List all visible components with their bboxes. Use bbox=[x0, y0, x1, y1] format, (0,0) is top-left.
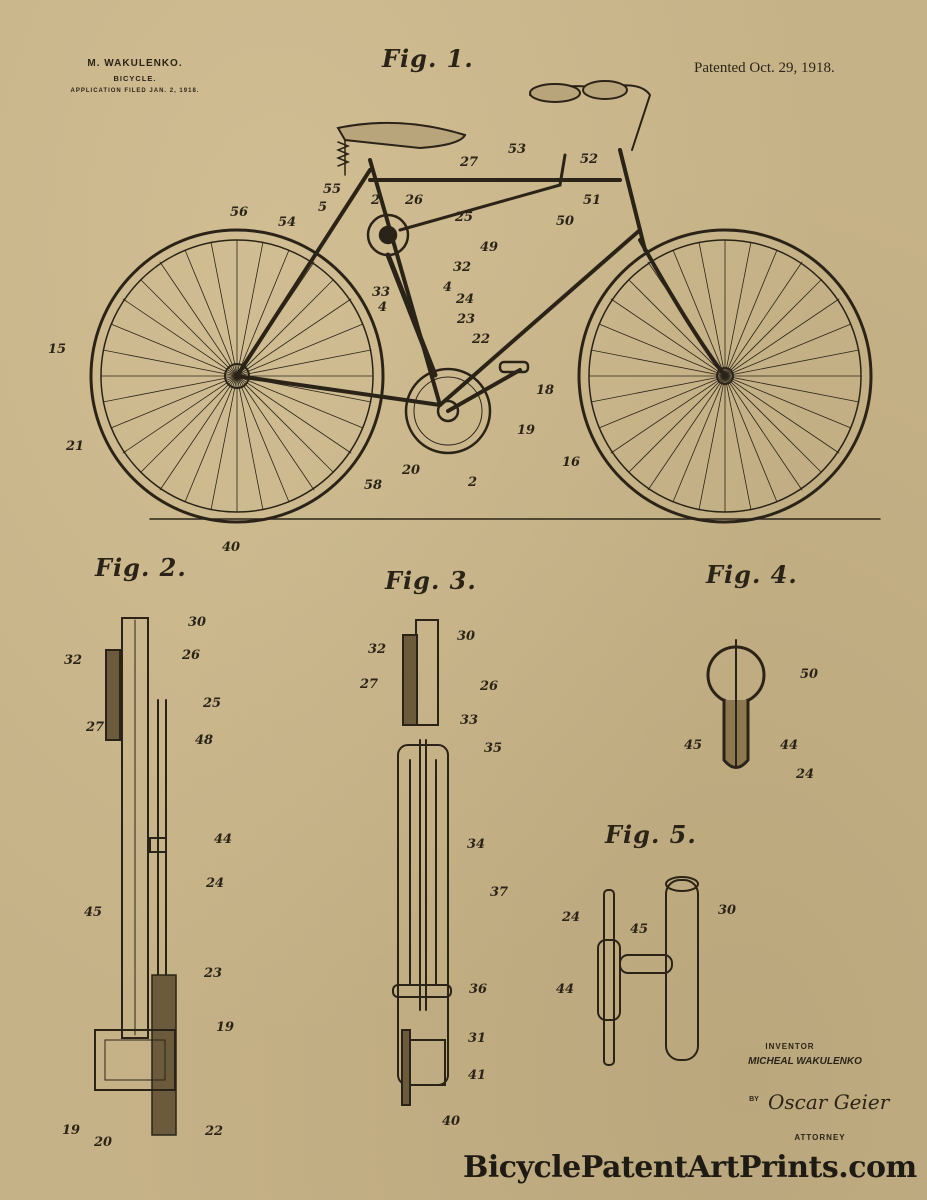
ref-label: 50 bbox=[800, 667, 819, 682]
patent-date: Patented Oct. 29, 1918. bbox=[694, 60, 835, 76]
fig3-drawing-icon bbox=[392, 619, 452, 1106]
ref-label: 27 bbox=[360, 677, 379, 692]
front-wheel-icon bbox=[577, 228, 873, 524]
ref-label: 21 bbox=[66, 439, 85, 454]
ref-label: 51 bbox=[583, 193, 602, 208]
fig4-drawing-icon bbox=[706, 639, 766, 769]
ref-label: 44 bbox=[556, 982, 575, 997]
ref-label: 58 bbox=[364, 478, 383, 493]
ref-label: 45 bbox=[630, 922, 649, 937]
drive-shaft bbox=[385, 252, 438, 378]
ref-label: 23 bbox=[204, 966, 223, 981]
ref-label: 37 bbox=[490, 885, 509, 900]
ref-label: 24 bbox=[562, 910, 581, 925]
ref-label: 5 bbox=[318, 200, 328, 215]
ref-label: 20 bbox=[94, 1135, 113, 1150]
ref-label: 32 bbox=[368, 642, 387, 657]
ref-label: 32 bbox=[64, 653, 83, 668]
ref-label: 36 bbox=[469, 982, 488, 997]
ref-label: 45 bbox=[84, 905, 103, 920]
ref-label: 20 bbox=[402, 463, 421, 478]
ref-label: 40 bbox=[222, 540, 241, 555]
ref-label: 30 bbox=[457, 629, 476, 644]
attorney-label: ATTORNEY bbox=[794, 1133, 846, 1142]
fig5-title: Fig. 5. bbox=[605, 820, 697, 849]
ref-label: 40 bbox=[442, 1114, 461, 1129]
ref-label: 2 bbox=[371, 193, 381, 208]
ref-label: 18 bbox=[536, 383, 555, 398]
ref-label: 45 bbox=[684, 738, 703, 753]
ref-label: 44 bbox=[214, 832, 233, 847]
ref-label: 19 bbox=[62, 1123, 81, 1138]
ref-label: 55 bbox=[323, 182, 342, 197]
ref-label: 49 bbox=[480, 240, 499, 255]
handlebar-icon bbox=[529, 80, 652, 151]
ref-label: 44 bbox=[780, 738, 799, 753]
ref-label: 26 bbox=[405, 193, 424, 208]
ref-label: 53 bbox=[508, 142, 527, 157]
ref-label: 24 bbox=[456, 292, 475, 307]
ref-label: 24 bbox=[796, 767, 815, 782]
ref-label: 22 bbox=[205, 1124, 224, 1139]
ref-label: 16 bbox=[562, 455, 581, 470]
website-watermark: BicyclePatentArtPrints.com bbox=[463, 1150, 917, 1185]
ref-label: 31 bbox=[468, 1031, 487, 1046]
ref-label: 26 bbox=[480, 679, 499, 694]
ref-label: 27 bbox=[86, 720, 105, 735]
ref-label: 22 bbox=[472, 332, 491, 347]
ref-label: 4 bbox=[443, 280, 453, 295]
ref-label: 24 bbox=[206, 876, 225, 891]
bicycle-frame-icon bbox=[235, 148, 727, 407]
ref-label: 33 bbox=[372, 285, 391, 300]
ref-label: 30 bbox=[188, 615, 207, 630]
attorney-signature: Oscar Geier bbox=[768, 1090, 890, 1114]
saddle-icon bbox=[335, 121, 467, 176]
invention-title: BICYCLE. bbox=[113, 74, 157, 83]
ref-label: 52 bbox=[580, 152, 599, 167]
ref-label: 26 bbox=[182, 648, 201, 663]
ref-label: 25 bbox=[203, 696, 222, 711]
ref-label: 19 bbox=[517, 423, 536, 438]
patent-header-block: M. WAKULENKO. BICYCLE. APPLICATION FILED… bbox=[40, 58, 230, 94]
ref-label: 35 bbox=[484, 741, 503, 756]
ref-label: 2 bbox=[468, 475, 478, 490]
ref-label: 54 bbox=[278, 215, 297, 230]
fig2-title: Fig. 2. bbox=[95, 553, 187, 582]
fig4-title: Fig. 4. bbox=[706, 560, 798, 589]
ref-label: 34 bbox=[467, 837, 486, 852]
ref-label: 19 bbox=[216, 1020, 235, 1035]
ref-label: 41 bbox=[468, 1068, 487, 1083]
fig2-drawing-icon bbox=[94, 617, 177, 1136]
ref-label: 30 bbox=[718, 903, 737, 918]
ref-label: 27 bbox=[460, 155, 479, 170]
ref-label: 15 bbox=[48, 342, 67, 357]
ref-label: 23 bbox=[457, 312, 476, 327]
ref-label: 25 bbox=[455, 210, 474, 225]
inventor-name-header: M. WAKULENKO. bbox=[87, 58, 183, 69]
fig3-title: Fig. 3. bbox=[385, 566, 477, 595]
inventor-full-name: MICHEAL WAKULENKO bbox=[748, 1056, 862, 1067]
ref-label: 32 bbox=[453, 260, 472, 275]
ref-label: 56 bbox=[230, 205, 249, 220]
ref-label: 33 bbox=[460, 713, 479, 728]
ref-label: 50 bbox=[556, 214, 575, 229]
fig5-drawing-icon bbox=[597, 876, 699, 1066]
inventor-label: INVENTOR bbox=[765, 1042, 815, 1051]
ref-label: 4 bbox=[378, 300, 388, 315]
chainring-icon bbox=[404, 360, 530, 455]
ref-label: 48 bbox=[195, 733, 214, 748]
application-date: APPLICATION FILED JAN. 2, 1918. bbox=[70, 88, 200, 94]
by-label: BY bbox=[749, 1096, 759, 1103]
fig1-title: Fig. 1. bbox=[382, 44, 474, 73]
